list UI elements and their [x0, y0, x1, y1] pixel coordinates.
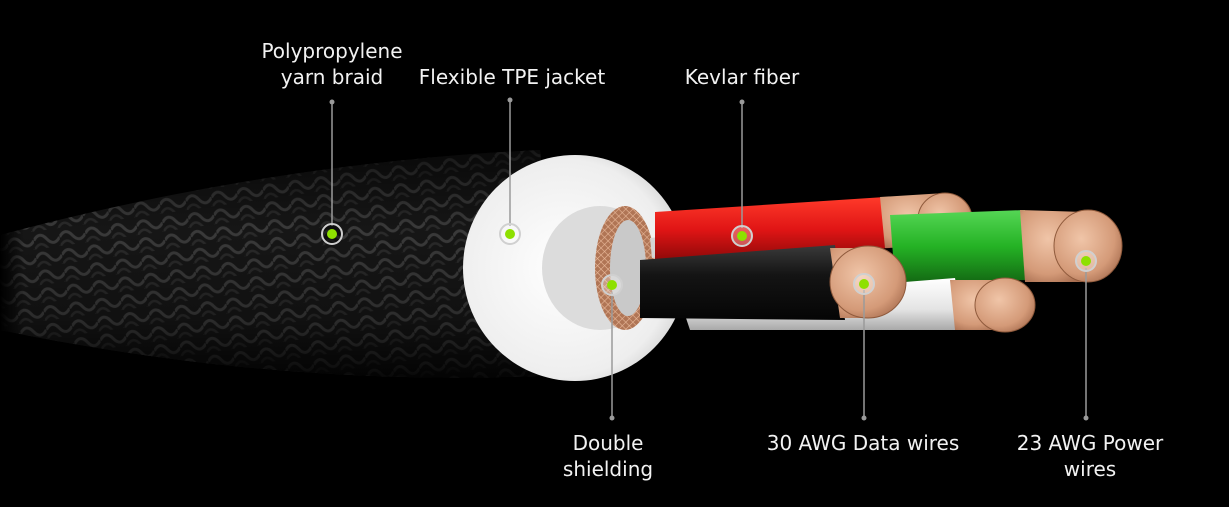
leader-end-dots — [329, 97, 1089, 421]
marker-braid — [321, 223, 343, 245]
marker-jacket — [499, 223, 521, 245]
leader-end-kevlar — [739, 99, 745, 105]
marker-shielding — [601, 274, 623, 296]
green-wire — [890, 209, 1123, 283]
leader-end-braid — [329, 99, 335, 105]
leader-end-jacket — [507, 97, 513, 103]
braided-cable-body — [0, 140, 560, 390]
leader-end-data-wires — [861, 415, 867, 421]
callout-markers — [321, 223, 1097, 296]
label-polypropylene-yarn-braid: Polypropylene yarn braid — [261, 39, 403, 89]
marker-kevlar — [731, 225, 753, 247]
label-power-wires: 23 AWG Power wires — [1016, 431, 1164, 481]
leader-lines — [331, 100, 1087, 418]
label-data-wires: 30 AWG Data wires — [766, 431, 960, 455]
marker-power-wires — [1075, 250, 1097, 272]
label-kevlar-fiber: Kevlar fiber — [684, 65, 800, 89]
marker-data-wires — [853, 273, 875, 295]
label-flexible-tpe-jacket: Flexible TPE jacket — [418, 65, 606, 89]
leader-end-shielding — [609, 415, 615, 421]
label-double-shielding: Double shielding — [562, 431, 654, 481]
leader-end-power-wires — [1083, 415, 1089, 421]
